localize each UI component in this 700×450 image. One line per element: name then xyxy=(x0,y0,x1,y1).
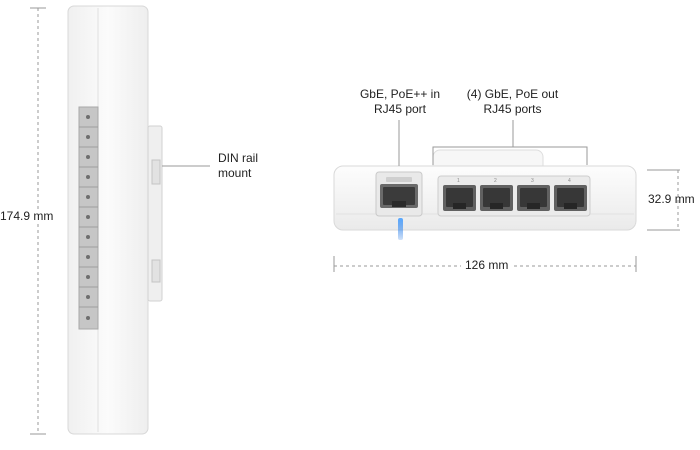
port-mark-2: 2 xyxy=(494,178,497,184)
port-mark-3: 3 xyxy=(531,178,534,184)
width-label: 126 mm xyxy=(461,258,513,272)
uplink-label-line2: RJ45 port xyxy=(373,102,427,116)
height-label: 174.9 mm xyxy=(0,209,54,223)
output-port-1 xyxy=(443,185,476,211)
din-rail-label-line2: mount xyxy=(218,166,252,180)
din-rail-strip xyxy=(78,106,99,330)
uplink-label-line1: GbE, PoE++ in xyxy=(359,87,441,101)
outputs-label-line2: RJ45 ports xyxy=(483,102,542,116)
output-port-2 xyxy=(480,185,513,211)
depth-label: 32.9 mm xyxy=(648,192,695,206)
din-rail-label: DIN rail mount xyxy=(218,151,258,181)
outputs-leader-bracket xyxy=(432,120,588,165)
outputs-label: (4) GbE, PoE out RJ45 ports xyxy=(455,87,570,117)
outputs-label-line1: (4) GbE, PoE out xyxy=(466,87,559,101)
output-port-3 xyxy=(517,185,550,211)
front-view: 1 2 3 4 xyxy=(333,120,680,272)
depth-dimension-line xyxy=(647,169,680,231)
status-led xyxy=(398,218,403,240)
uplink-label: GbE, PoE++ in RJ45 port xyxy=(350,87,450,117)
output-ports: 1 2 3 4 xyxy=(437,175,591,217)
din-mount-bracket xyxy=(147,125,163,302)
output-port-4 xyxy=(554,185,587,211)
port-mark-4: 4 xyxy=(568,178,571,184)
port-mark-1: 1 xyxy=(457,178,460,184)
side-view xyxy=(30,5,210,435)
uplink-port xyxy=(375,171,423,217)
din-rail-label-line1: DIN rail xyxy=(218,151,259,165)
